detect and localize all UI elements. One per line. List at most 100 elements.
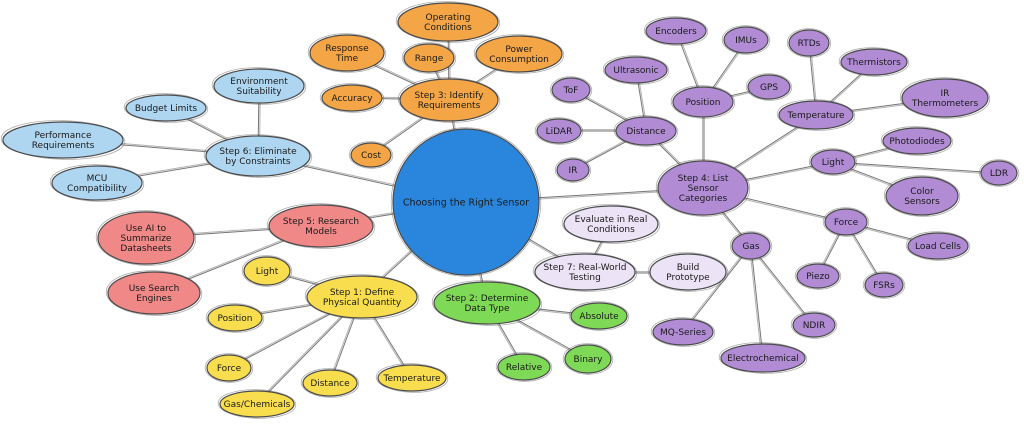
node-shape-step1[interactable] [306, 275, 418, 319]
node-shape-cost[interactable] [350, 142, 392, 168]
node-photodiodes[interactable]: Photodiodes [880, 126, 954, 157]
node-shape-mq[interactable] [652, 318, 714, 346]
node-shape-tof[interactable] [551, 77, 591, 103]
node-shape-build[interactable] [649, 253, 727, 291]
node-thermistors[interactable]: Thermistors [838, 47, 910, 78]
node-accuracy[interactable]: Accuracy [319, 83, 385, 113]
node-distance1[interactable]: Distance [300, 368, 360, 398]
node-shape-rtds[interactable] [788, 29, 830, 57]
node-force1[interactable]: Force [204, 353, 254, 383]
node-shape-env[interactable] [213, 68, 305, 104]
node-shape-step7[interactable] [534, 253, 636, 291]
node-absolute[interactable]: Absolute [568, 301, 630, 331]
node-shape-perf[interactable] [2, 121, 124, 159]
node-cost[interactable]: Cost [348, 141, 394, 169]
node-shape-ndir[interactable] [792, 312, 836, 338]
node-shape-thermistors[interactable] [840, 48, 908, 76]
node-shape-lidar[interactable] [536, 118, 582, 144]
node-shape-ultrasonic[interactable] [604, 56, 668, 84]
node-mq[interactable]: MQ-Series [650, 317, 716, 347]
node-shape-pos4[interactable] [672, 86, 734, 118]
node-shape-absolute[interactable] [570, 302, 628, 330]
node-gas4[interactable]: Gas [729, 231, 773, 261]
node-shape-light1[interactable] [243, 256, 291, 286]
node-shape-dist4[interactable] [615, 116, 677, 146]
node-pos4[interactable]: Position [670, 85, 736, 119]
node-shape-mcu[interactable] [51, 165, 143, 201]
node-gps[interactable]: GPS [745, 73, 793, 101]
node-lidar[interactable]: LiDAR [534, 117, 584, 145]
node-shape-operating[interactable] [397, 2, 499, 42]
node-shape-evaluate[interactable] [563, 205, 659, 243]
node-imus[interactable]: IMUs [721, 25, 771, 55]
node-force4[interactable]: Force [822, 207, 870, 237]
node-encoders[interactable]: Encoders [643, 16, 709, 46]
node-shape-fsrs[interactable] [864, 272, 904, 298]
node-shape-imus[interactable] [723, 26, 769, 54]
node-shape-ldr[interactable] [980, 160, 1018, 186]
node-light4[interactable]: Light [808, 148, 858, 176]
node-relative[interactable]: Relative [495, 352, 553, 382]
node-shape-search[interactable] [107, 271, 201, 315]
node-ir4[interactable]: IR [554, 157, 592, 183]
node-shape-ai[interactable] [97, 211, 195, 265]
node-shape-step2[interactable] [433, 281, 541, 325]
node-ndir[interactable]: NDIR [790, 311, 838, 339]
node-shape-temp1[interactable] [377, 364, 447, 392]
node-temp4[interactable]: Temperature [776, 99, 856, 132]
node-shape-budget[interactable] [125, 94, 207, 122]
node-shape-piezo[interactable] [796, 263, 840, 289]
node-shape-step6[interactable] [205, 135, 311, 177]
node-shape-relative[interactable] [497, 353, 551, 381]
node-fsrs[interactable]: FSRs [862, 271, 906, 299]
node-shape-gps[interactable] [747, 74, 791, 100]
node-center[interactable]: Choosing the Right Sensor [389, 126, 543, 279]
node-shape-temp4[interactable] [778, 100, 854, 130]
node-shape-ir4[interactable] [556, 158, 590, 182]
node-shape-irtherm[interactable] [901, 78, 989, 118]
node-shape-step5[interactable] [268, 204, 374, 248]
node-range[interactable]: Range [401, 42, 457, 74]
node-shape-center[interactable] [392, 128, 540, 276]
node-position1[interactable]: Position [205, 303, 265, 333]
node-rtds[interactable]: RTDs [786, 28, 832, 58]
node-shape-distance1[interactable] [302, 369, 358, 397]
node-shape-accuracy[interactable] [321, 84, 383, 112]
node-shape-gas4[interactable] [731, 232, 771, 260]
node-shape-electro[interactable] [720, 343, 806, 373]
node-shape-colorsensors[interactable] [885, 176, 959, 216]
node-light1[interactable]: Light [241, 255, 293, 287]
node-shape-step4[interactable] [657, 160, 749, 216]
node-tof[interactable]: ToF [549, 76, 593, 104]
node-electro[interactable]: Electrochemical [718, 341, 808, 374]
node-shape-force4[interactable] [824, 208, 868, 236]
node-loadcells[interactable]: Load Cells [905, 231, 971, 261]
node-shape-range[interactable] [403, 43, 455, 73]
node-dist4[interactable]: Distance [613, 115, 679, 147]
node-temp1[interactable]: Temperature [375, 363, 449, 394]
node-binary[interactable]: Binary [562, 343, 614, 375]
node-shape-step3[interactable] [399, 78, 499, 122]
node-shape-loadcells[interactable] [907, 232, 969, 260]
node-shape-response[interactable] [309, 34, 385, 72]
node-shape-position1[interactable] [207, 304, 263, 332]
